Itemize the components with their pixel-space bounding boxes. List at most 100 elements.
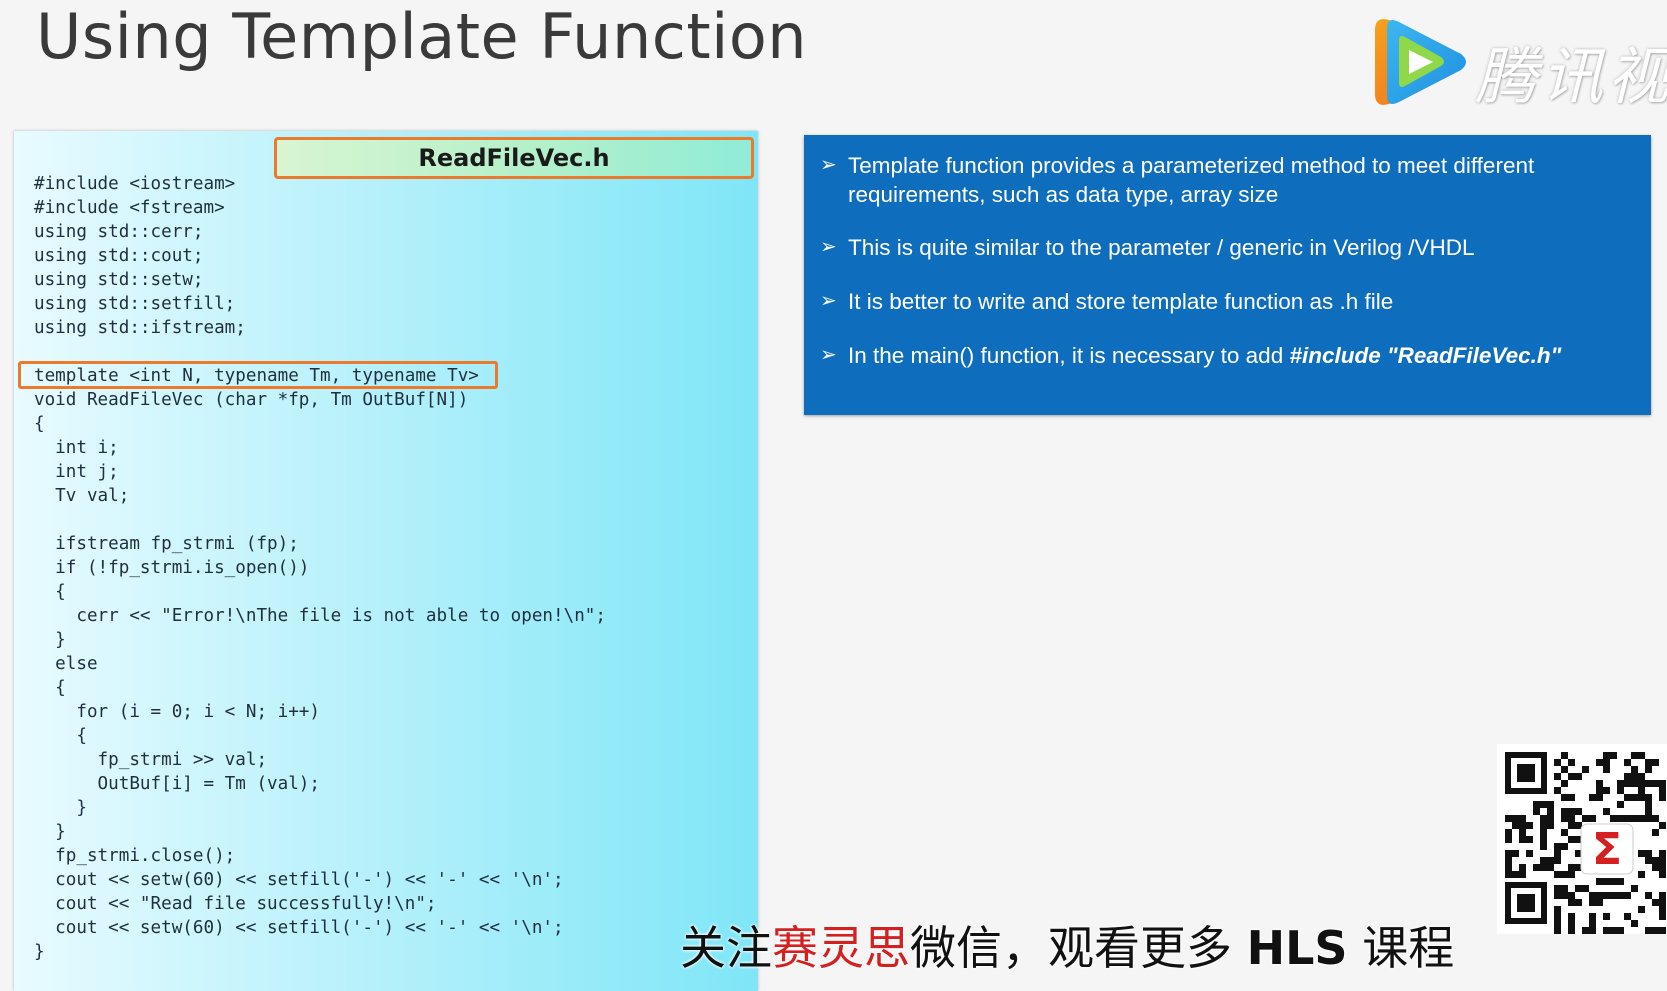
tencent-video-logo: 腾讯视频 — [1365, 8, 1667, 118]
qr-module — [1575, 822, 1582, 829]
qr-module — [1638, 871, 1645, 878]
qr-module — [1512, 822, 1519, 829]
qr-module — [1645, 892, 1652, 899]
qr-module — [1589, 892, 1596, 899]
qr-module — [1554, 850, 1561, 857]
qr-module — [1631, 885, 1638, 892]
qr-module — [1540, 836, 1547, 843]
qr-module — [1554, 913, 1561, 920]
qr-module — [1638, 794, 1645, 801]
qr-module — [1652, 927, 1659, 934]
qr-module — [1540, 801, 1547, 808]
qr-module — [1603, 927, 1610, 934]
qr-module — [1568, 815, 1575, 822]
code-block: #include <iostream> #include <fstream> u… — [34, 172, 606, 964]
qr-module — [1659, 899, 1666, 906]
qr-module — [1596, 899, 1603, 906]
qr-module — [1624, 780, 1631, 787]
qr-module — [1617, 801, 1624, 808]
qr-module — [1659, 787, 1666, 794]
play-icon — [1375, 19, 1466, 105]
info-box: ➢ Template function provides a parameter… — [804, 135, 1651, 415]
qr-module — [1540, 864, 1547, 871]
qr-module — [1631, 794, 1638, 801]
qr-module — [1540, 843, 1547, 850]
qr-module — [1638, 773, 1645, 780]
bullet-arrow-icon: ➢ — [820, 344, 837, 366]
bullet-text-prefix: In the main() function, it is necessary … — [848, 343, 1290, 368]
qr-module — [1617, 815, 1624, 822]
caption-part: 课程 — [1347, 921, 1455, 975]
qr-module — [1568, 899, 1575, 906]
qr-module — [1505, 871, 1512, 878]
qr-module — [1603, 787, 1610, 794]
qr-module — [1645, 759, 1652, 766]
qr-module — [1547, 857, 1554, 864]
qr-module — [1582, 927, 1589, 934]
qr-module — [1596, 878, 1603, 885]
qr-module — [1617, 787, 1624, 794]
qr-module — [1561, 780, 1568, 787]
slide-title: Using Template Function — [36, 0, 808, 73]
qr-module — [1561, 871, 1568, 878]
qr-module — [1547, 808, 1554, 815]
qr-module — [1631, 773, 1638, 780]
qr-module — [1568, 808, 1575, 815]
qr-module — [1645, 794, 1652, 801]
qr-module — [1554, 843, 1561, 850]
qr-module — [1575, 885, 1582, 892]
qr-module — [1582, 815, 1589, 822]
qr-module — [1624, 892, 1631, 899]
qr-module — [1547, 801, 1554, 808]
qr-module — [1505, 857, 1512, 864]
qr-module — [1645, 815, 1652, 822]
bullet-text: Template function provides a parameteriz… — [848, 153, 1535, 207]
caption-hls: HLS — [1246, 921, 1348, 975]
qr-module — [1603, 759, 1610, 766]
qr-module — [1659, 794, 1666, 801]
bullet-text: It is better to write and store template… — [848, 289, 1394, 314]
qr-module — [1631, 920, 1638, 927]
qr-module — [1554, 787, 1561, 794]
qr-module — [1554, 759, 1561, 766]
qr-module — [1638, 787, 1645, 794]
qr-module — [1624, 794, 1631, 801]
qr-module — [1603, 808, 1610, 815]
qr-module — [1519, 822, 1526, 829]
qr-module — [1505, 864, 1512, 871]
qr-module — [1519, 871, 1526, 878]
qr-module — [1526, 850, 1533, 857]
qr-module — [1645, 857, 1652, 864]
qr-module — [1624, 759, 1631, 766]
qr-module — [1554, 857, 1561, 864]
qr-module — [1505, 815, 1512, 822]
bullet-item: ➢ It is better to write and store templa… — [820, 287, 1640, 316]
qr-module — [1596, 759, 1603, 766]
qr-module — [1554, 927, 1561, 934]
qr-module — [1638, 906, 1645, 913]
bullet-arrow-icon: ➢ — [820, 154, 837, 176]
qr-module — [1568, 920, 1575, 927]
qr-module — [1610, 815, 1617, 822]
bullet-arrow-icon: ➢ — [820, 236, 837, 258]
qr-module — [1582, 766, 1589, 773]
qr-module — [1561, 752, 1568, 759]
qr-module — [1554, 906, 1561, 913]
qr-module — [1533, 864, 1540, 871]
qr-module — [1505, 829, 1512, 836]
qr-module — [1568, 871, 1575, 878]
qr-module — [1624, 773, 1631, 780]
bullet-item: ➢ This is quite similar to the parameter… — [820, 233, 1640, 262]
qr-module — [1659, 850, 1666, 857]
qr-module — [1610, 927, 1617, 934]
qr-module — [1652, 759, 1659, 766]
qr-module — [1554, 773, 1561, 780]
qr-module — [1540, 822, 1547, 829]
caption-part: 微信，观看更多 — [910, 921, 1247, 975]
qr-module — [1617, 878, 1624, 885]
qr-module — [1596, 892, 1603, 899]
template-line-highlight — [18, 361, 498, 389]
qr-module — [1575, 899, 1582, 906]
qr-module — [1617, 927, 1624, 934]
qr-module — [1610, 892, 1617, 899]
